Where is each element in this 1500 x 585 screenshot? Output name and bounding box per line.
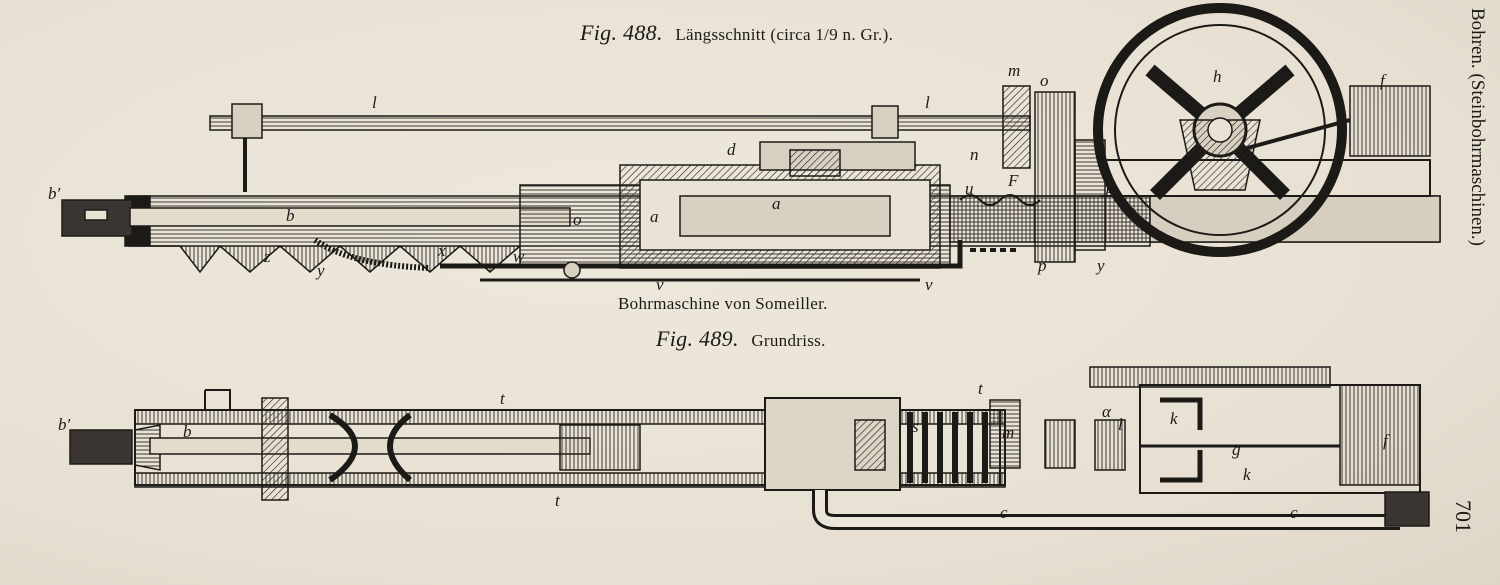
label-g: g — [1232, 440, 1241, 459]
label-f: f — [1380, 71, 1387, 90]
label-l2: l — [925, 93, 930, 112]
label-v1: v — [656, 275, 664, 294]
label-y2: y — [1095, 256, 1105, 275]
fig-488-labels: l l m o h f d n u F b′ b z y x w v v p y… — [48, 61, 1387, 294]
label-y: y — [315, 261, 325, 280]
label-h: h — [1213, 67, 1222, 86]
label-z: z — [263, 247, 271, 266]
label-x: x — [437, 241, 446, 260]
label-b-2: b — [183, 422, 192, 441]
fig-488-caption: Fig. 488. Längsschnitt (circa 1/9 n. Gr.… — [580, 20, 893, 46]
label-v2: v — [925, 275, 933, 294]
label-d: d — [727, 140, 736, 159]
label-m-2: m — [1002, 423, 1014, 442]
fig-489-labels: t t t b′ b s m α l k k g f c c — [58, 379, 1390, 522]
label-w: w — [513, 247, 525, 266]
label-o-cyl: o — [573, 210, 582, 229]
label-alpha: α — [1102, 402, 1112, 421]
label-a1: a — [650, 207, 659, 226]
label-b-prime-2: b′ — [58, 415, 71, 434]
label-s: s — [912, 417, 919, 436]
label-b-prime: b′ — [48, 184, 61, 203]
label-l1: l — [372, 93, 377, 112]
label-F: F — [1007, 171, 1019, 190]
rod-bracket — [231, 103, 263, 139]
fig-488-number: Fig. 488. — [580, 20, 663, 45]
fig-488-title: Längsschnitt (circa 1/9 n. Gr.). — [675, 25, 894, 44]
label-k2: k — [1243, 465, 1251, 484]
label-t2: t — [978, 379, 984, 398]
fig-489-caption: Fig. 489. Grundriss. — [656, 326, 826, 352]
machine-subtitle: Bohrmaschine von Someiller. — [618, 294, 828, 313]
label-c2: c — [1290, 503, 1298, 522]
fig-488-machine — [61, 3, 1441, 282]
label-t3: t — [555, 491, 561, 510]
label-p: p — [1037, 256, 1047, 275]
label-l-3: l — [1118, 415, 1123, 434]
label-m: m — [1008, 61, 1020, 80]
fig-489-title: Grundriss. — [751, 331, 826, 350]
label-o-top: o — [1040, 71, 1049, 90]
label-t1: t — [500, 389, 506, 408]
fig-489-number: Fig. 489. — [656, 326, 739, 351]
label-k1: k — [1170, 409, 1178, 428]
label-b: b — [286, 206, 295, 225]
label-c1: c — [1000, 503, 1008, 522]
flywheel-plan — [1089, 366, 1331, 388]
label-u: u — [965, 179, 974, 198]
feed-rod — [209, 115, 1031, 131]
label-a2: a — [772, 194, 781, 213]
fig-489-machine — [69, 366, 1430, 530]
label-f-2: f — [1383, 431, 1390, 450]
label-beta: β — [1105, 178, 1115, 197]
label-n: n — [970, 145, 979, 164]
